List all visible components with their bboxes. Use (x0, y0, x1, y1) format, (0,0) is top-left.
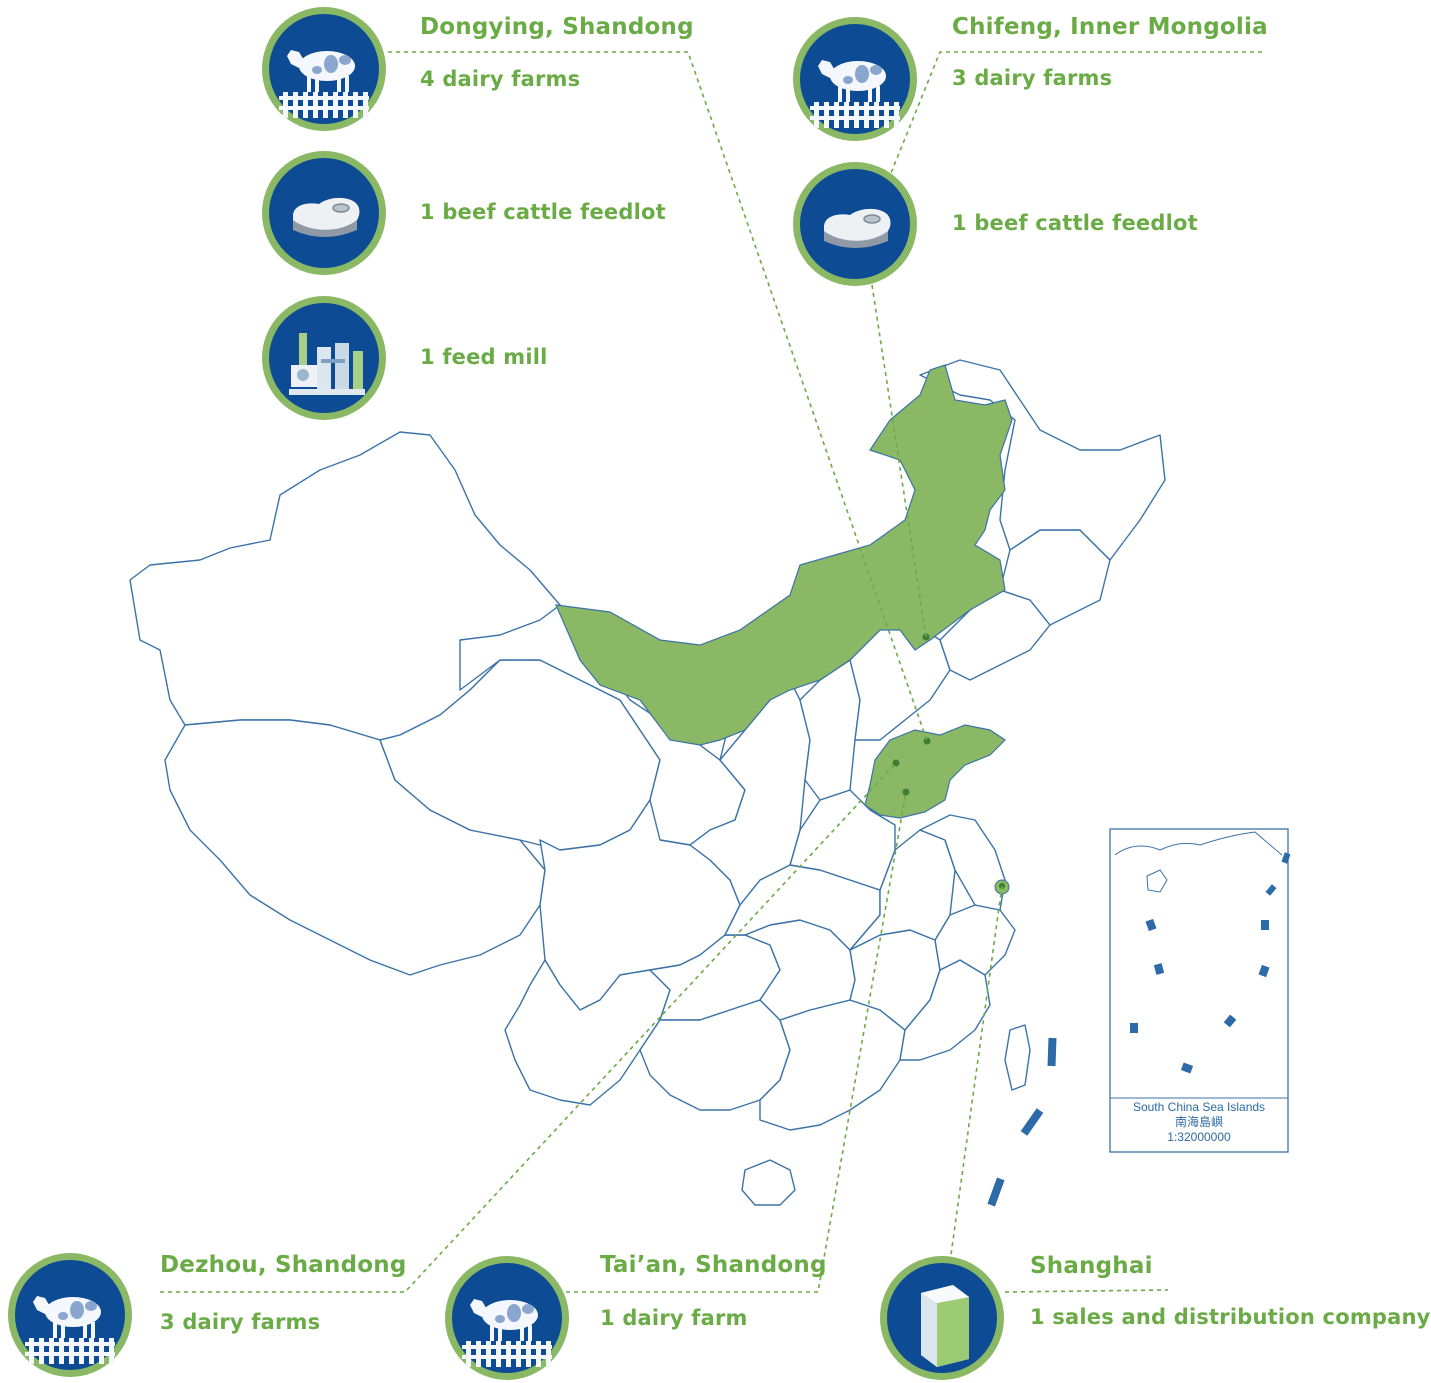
location-title-dezhou: Dezhou, Shandong (160, 1252, 407, 1278)
facility-label: 4 dairy farms (420, 67, 581, 91)
marker-taian (902, 788, 910, 796)
badge-dongying-mill (262, 296, 386, 420)
badge-chifeng-feedlot (793, 162, 917, 286)
cow-icon (279, 50, 369, 118)
facility-label: 3 dairy farms (160, 1310, 321, 1334)
inset-title: South China Sea Islands (1132, 1100, 1266, 1114)
facility-label: 3 dairy farms (952, 66, 1113, 90)
badge-dongying-dairy (262, 7, 386, 131)
inset-caption: South China Sea Islands 南海島嶼 1:32000000 (1110, 1100, 1288, 1145)
region-shandong (864, 724, 1006, 819)
location-title-shanghai: Shanghai (1030, 1253, 1153, 1279)
badge-taian-dairy (445, 1256, 569, 1380)
facility-label: 1 beef cattle feedlot (952, 211, 1198, 235)
location-title-dongying: Dongying, Shandong (420, 14, 694, 40)
inset-scale: 1:32000000 (1167, 1130, 1231, 1144)
beef-steak-icon (292, 197, 361, 238)
location-title-chifeng: Chifeng, Inner Mongolia (952, 14, 1268, 40)
marker-dongying (923, 737, 931, 745)
province-outlines (129, 359, 1166, 1206)
facility-label: 1 feed mill (420, 345, 548, 369)
marker-dezhou (892, 759, 900, 767)
marker-chifeng (922, 633, 930, 641)
feed-mill-icon (289, 333, 365, 395)
milk-carton-icon (921, 1285, 969, 1367)
badge-dongying-feedlot (262, 151, 386, 275)
dash-line (987, 1037, 1057, 1207)
cow-icon (462, 1299, 552, 1367)
facility-label: 1 beef cattle feedlot (420, 200, 666, 224)
badge-shanghai-sales (880, 1256, 1004, 1380)
region-inner-mongolia (555, 364, 1013, 746)
location-title-taian: Tai’an, Shandong (600, 1252, 827, 1278)
beef-steak-icon (823, 208, 892, 249)
inset-map (1109, 828, 1291, 1153)
badge-chifeng-dairy (793, 17, 917, 141)
badge-dezhou-dairy (8, 1253, 132, 1377)
leader-lines (160, 51, 1262, 1293)
facility-label: 1 dairy farm (600, 1306, 748, 1330)
inset-title-cn: 南海島嶼 (1174, 1115, 1223, 1129)
cow-icon (25, 1296, 115, 1364)
cow-icon (810, 60, 900, 128)
facility-label: 1 sales and distribution company (1030, 1305, 1431, 1329)
